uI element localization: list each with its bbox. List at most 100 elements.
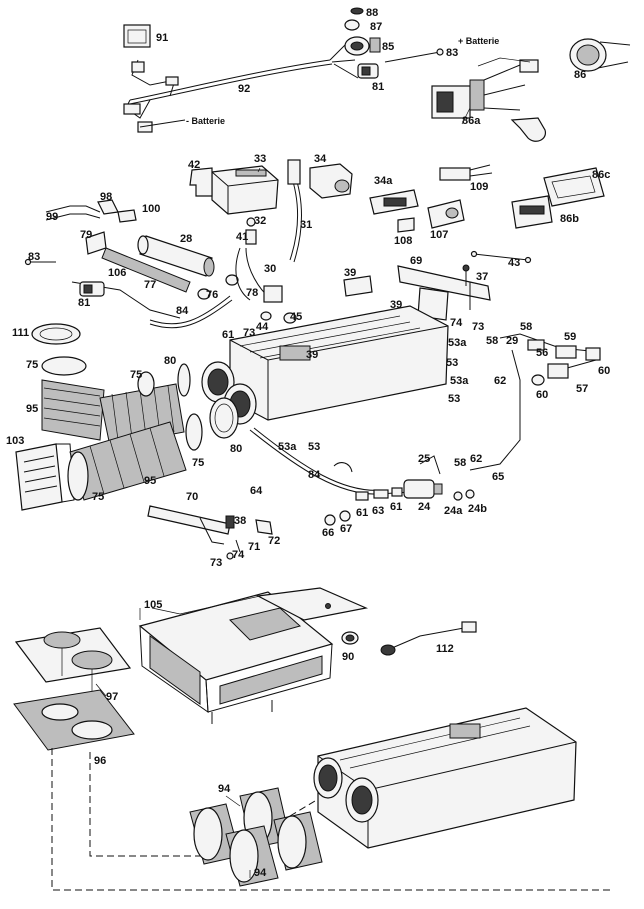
callout-24a: 24a: [444, 505, 463, 517]
callout-84-a: 84: [176, 305, 189, 317]
callout-71: 71: [248, 541, 260, 553]
callout-32: 32: [254, 215, 266, 227]
callout-74-a: 74: [450, 317, 463, 329]
clamp-75c: [185, 413, 203, 451]
clamp-76: [197, 288, 211, 300]
callout-94-b: 94: [254, 867, 267, 879]
callout-58-a: 58: [520, 321, 532, 333]
sensor-cable-112: [380, 621, 477, 656]
callout-60-a: 60: [598, 365, 610, 377]
bracket-70: [147, 505, 231, 545]
callout-85: 85: [382, 41, 394, 53]
callout-65: 65: [492, 471, 504, 483]
callout-28: 28: [180, 233, 192, 245]
fuse-holder-81: [79, 281, 105, 297]
callout-96: 96: [94, 755, 106, 767]
callout-111: 111: [12, 327, 29, 339]
callout-31: 31: [300, 219, 312, 231]
callout-63: 63: [372, 505, 384, 517]
grille-103: [15, 443, 75, 511]
gasket-96: [13, 689, 135, 751]
callout-105: 105: [144, 599, 162, 611]
callout-86c: 86c: [592, 169, 610, 181]
callout-44: 44: [256, 321, 269, 333]
timer-display-86b: [511, 195, 553, 229]
leader-lines: [95, 107, 471, 878]
fuel-pump-24: [403, 455, 443, 499]
callout-108: 108: [394, 235, 412, 247]
callout-39-a: 39: [344, 267, 356, 279]
callout-30: 30: [264, 263, 276, 275]
muffler-28: [137, 235, 215, 277]
callout-70: 70: [186, 491, 198, 503]
nuts-66-67: [324, 510, 351, 526]
sensor-44-45: [260, 311, 297, 324]
connector-41: [245, 217, 257, 245]
callout-61-a: 61: [222, 329, 234, 341]
callout-53a-2: 53a: [450, 375, 469, 387]
clip-100: [117, 209, 137, 223]
callout-79: 79: [80, 229, 92, 241]
callout-58-c: 58: [454, 457, 466, 469]
callout-43: 43: [508, 257, 520, 269]
clamp-75b: [137, 371, 155, 397]
callout-86b: 86b: [560, 213, 579, 225]
harness-30: [235, 247, 283, 303]
callout-74-b: 74: [232, 549, 245, 561]
connector-85: [344, 36, 381, 56]
callout-53-b: 53: [446, 357, 458, 369]
callout-67: 67: [340, 523, 352, 535]
callout-39-c: 39: [306, 349, 318, 361]
cable-83: [24, 258, 56, 266]
fasteners-38-71-72: [225, 515, 273, 560]
hose-stubs-94: [189, 787, 323, 887]
callout-106: 106: [108, 267, 126, 279]
callout-38: 38: [234, 515, 246, 527]
bracket-86a: [510, 117, 547, 142]
harness-31: [287, 159, 302, 263]
callout-109: 109: [470, 181, 488, 193]
callout-80-b: 80: [230, 443, 242, 455]
callout-83: 83: [28, 251, 40, 263]
callout-64: 64: [250, 485, 263, 497]
switch-34: [309, 163, 353, 199]
callout-53-c: 53: [448, 393, 460, 405]
callout-33: 33: [254, 153, 266, 165]
label-batterie-plus: + Batterie: [458, 36, 499, 46]
callout-81-top: 81: [372, 81, 384, 93]
bracket-69: [397, 265, 491, 310]
callout-62-b: 62: [470, 453, 482, 465]
callout-34a: 34a: [374, 175, 393, 187]
fuel-pipe-assembly: [469, 333, 601, 471]
callout-75-d: 75: [92, 491, 104, 503]
callout-91: 91: [156, 32, 168, 44]
heater-body: [229, 305, 449, 421]
callout-81: 81: [78, 297, 90, 309]
callout-25: 25: [418, 453, 430, 465]
faceplate-107: [427, 199, 465, 229]
cable-83-top: [384, 48, 444, 63]
callout-95-a: 95: [26, 403, 38, 415]
cap-88: [350, 7, 364, 15]
clamp-75a: [41, 356, 87, 376]
relay-91: [123, 24, 151, 48]
wiring-harness-92: [123, 44, 359, 133]
callout-92: 92: [238, 83, 250, 95]
callout-76: 76: [206, 289, 218, 301]
callout-61-b: 61: [356, 507, 368, 519]
bracket-39b: [417, 287, 449, 321]
callout-83-top: 83: [446, 47, 458, 59]
callout-94-a: 94: [218, 783, 231, 795]
callout-84-b: 84: [308, 469, 321, 481]
heater-body-lower: [317, 707, 577, 849]
callout-72: 72: [268, 535, 280, 547]
callout-99: 99: [46, 211, 58, 223]
callout-60-b: 60: [536, 389, 548, 401]
bracket-108: [397, 217, 415, 233]
callout-45: 45: [290, 311, 302, 323]
callout-87: 87: [370, 21, 382, 33]
callout-69: 69: [410, 255, 422, 267]
callout-95-b: 95: [144, 475, 156, 487]
callout-53a-3: 53a: [278, 441, 297, 453]
